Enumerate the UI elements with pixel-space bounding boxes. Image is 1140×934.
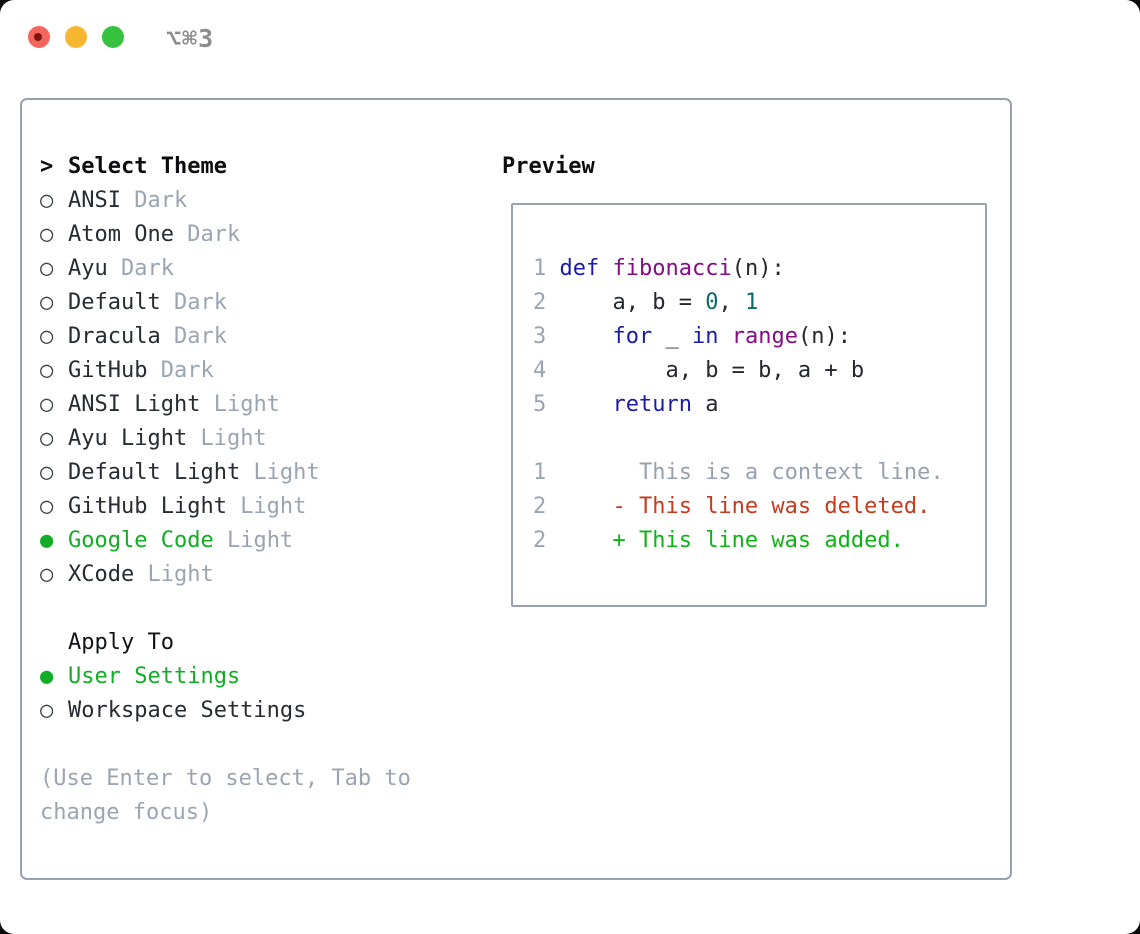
theme-name: XCode xyxy=(68,562,148,587)
code-sample: 1 def fibonacci(n): 2 a, b = 0, 1 3 for _ … xyxy=(533,252,985,422)
theme-option[interactable]: ● Google Code Light xyxy=(40,524,411,558)
theme-name: Ayu Light xyxy=(68,426,201,451)
theme-option[interactable]: ○ Atom One Dark xyxy=(40,218,411,252)
apply-to-label: Workspace Settings xyxy=(68,698,307,723)
radio-icon: ○ xyxy=(40,562,54,587)
theme-option[interactable]: ○ Dracula Dark xyxy=(40,320,411,354)
diff-line-deleted: 2 - This line was deleted. xyxy=(533,494,931,519)
theme-variant: Dark xyxy=(187,222,241,247)
theme-option[interactable]: ○ GitHub Dark xyxy=(40,354,411,388)
hint-line-2: change focus) xyxy=(40,800,213,825)
theme-variant: Light xyxy=(147,562,214,587)
close-button[interactable] xyxy=(28,26,50,48)
theme-name: Ayu xyxy=(68,256,121,281)
radio-icon: ○ xyxy=(40,324,54,349)
minimize-button[interactable] xyxy=(65,26,87,48)
theme-variant: Light xyxy=(213,392,280,417)
apply-to-title: Apply To xyxy=(68,630,174,655)
code-line: 1 def fibonacci(n): xyxy=(533,256,785,281)
apply-to-option[interactable]: ● User Settings xyxy=(40,660,411,694)
diff-line-added: 2 + This line was added. xyxy=(533,528,904,553)
theme-name: Default xyxy=(68,290,174,315)
theme-option[interactable]: ○ Default Light Light xyxy=(40,456,411,490)
theme-option[interactable]: ○ Ayu Light Light xyxy=(40,422,411,456)
theme-variant: Light xyxy=(226,528,294,553)
close-dot-icon xyxy=(34,33,42,41)
theme-name: Google Code xyxy=(68,528,227,553)
theme-variant: Light xyxy=(240,494,307,519)
main-panel: > Select Theme ○ ANSI Dark ○ Atom One Dark … xyxy=(20,98,1012,880)
code-line: 4 a, b = b, a + b xyxy=(533,358,865,383)
radio-icon: ○ xyxy=(40,222,54,247)
code-line: 5 return a xyxy=(533,392,719,417)
theme-option[interactable]: ○ GitHub Light Light xyxy=(40,490,411,524)
zoom-button[interactable] xyxy=(102,26,124,48)
theme-option[interactable]: ○ XCode Light xyxy=(40,558,411,592)
radio-icon: ○ xyxy=(40,426,54,451)
radio-icon: ○ xyxy=(40,460,54,485)
preview-box: 1 def fibonacci(n): 2 a, b = 0, 1 3 for _ … xyxy=(511,203,987,607)
apply-to-header: Apply To xyxy=(40,626,411,660)
code-line: 3 for _ in range(n): xyxy=(533,324,851,349)
theme-list-title: Select Theme xyxy=(68,154,227,179)
radio-icon: ○ xyxy=(40,698,54,723)
hint-line-1: (Use Enter to select, Tab to xyxy=(40,766,411,791)
theme-option[interactable]: ○ ANSI Dark xyxy=(40,184,411,218)
theme-name: GitHub Light xyxy=(68,494,241,519)
diff-sample: 1 This is a context line. 2 - This line w… xyxy=(533,456,985,558)
theme-variant: Dark xyxy=(134,188,188,213)
theme-selector-column: > Select Theme ○ ANSI Dark ○ Atom One Dark … xyxy=(40,150,411,830)
radio-icon: ○ xyxy=(40,358,54,383)
radio-icon: ○ xyxy=(40,392,54,417)
theme-list-header: > Select Theme xyxy=(40,150,411,184)
theme-name: Atom One xyxy=(68,222,188,247)
diff-line-context: 1 This is a context line. xyxy=(533,460,944,485)
apply-to-list: ● User Settings ○ Workspace Settings xyxy=(40,660,411,728)
preview-header: Preview xyxy=(502,150,987,184)
theme-variant: Dark xyxy=(173,324,227,349)
radio-icon: ● xyxy=(40,528,54,553)
theme-variant: Dark xyxy=(160,358,214,383)
theme-list: ○ ANSI Dark ○ Atom One Dark ○ Ayu Dark ○ Def… xyxy=(40,184,411,592)
apply-to-option[interactable]: ○ Workspace Settings xyxy=(40,694,411,728)
spacer xyxy=(40,728,411,762)
theme-option[interactable]: ○ Default Dark xyxy=(40,286,411,320)
theme-variant: Light xyxy=(200,426,267,451)
theme-name: ANSI Light xyxy=(68,392,214,417)
apply-to-label: User Settings xyxy=(68,664,241,689)
theme-name: ANSI xyxy=(68,188,135,213)
radio-icon: ● xyxy=(40,664,54,689)
radio-icon: ○ xyxy=(40,494,54,519)
theme-variant: Dark xyxy=(120,256,174,281)
preview-column: Preview 1 def fibonacci(n): 2 a, b = 0, 1… xyxy=(502,150,987,607)
theme-option[interactable]: ○ Ayu Dark xyxy=(40,252,411,286)
theme-option[interactable]: ○ ANSI Light Light xyxy=(40,388,411,422)
window-title: ⌥⌘3 xyxy=(166,24,215,53)
radio-icon: ○ xyxy=(40,290,54,315)
radio-icon: ○ xyxy=(40,188,54,213)
theme-name: GitHub xyxy=(68,358,161,383)
theme-variant: Light xyxy=(253,460,320,485)
theme-variant: Dark xyxy=(173,290,227,315)
theme-name: Default Light xyxy=(68,460,254,485)
spacer xyxy=(40,592,411,626)
theme-name: Dracula xyxy=(68,324,174,349)
titlebar: ⌥⌘3 xyxy=(0,0,1140,74)
hint-text: (Use Enter to select, Tab to change focus… xyxy=(40,762,411,830)
preview-title: Preview xyxy=(502,154,595,179)
focus-marker-icon: > xyxy=(40,154,54,179)
radio-icon: ○ xyxy=(40,256,54,281)
code-line: 2 a, b = 0, 1 xyxy=(533,290,759,315)
